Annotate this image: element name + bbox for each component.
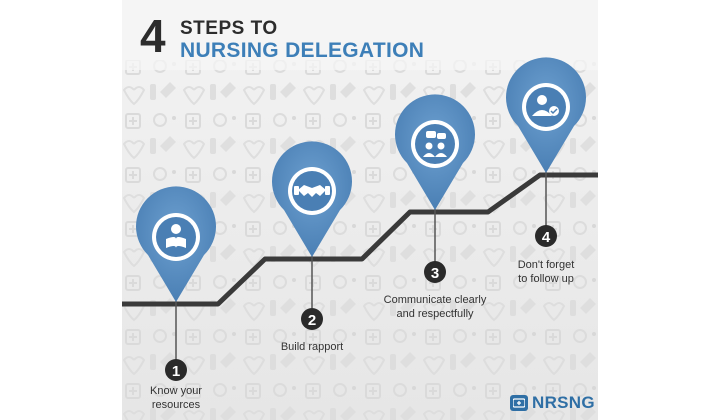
title-number: 4 [140,10,166,62]
step-4-number: 4 [542,229,551,246]
group-chat-icon [423,131,447,157]
step-2-label-line-1: Build rapport [280,341,344,353]
step-3-pin [395,94,475,210]
staircase-diagram: 1 2 3 4 [122,57,598,381]
step-3-label-line-2: and respectfully [396,308,474,320]
step-2-label: Build rapport [262,340,362,354]
step-2-pin [272,141,352,257]
step-1-label-line-1: Know your [150,385,202,397]
title-line-2: NURSING DELEGATION [180,39,425,62]
step-2-number: 2 [308,312,316,329]
step-1-number-marker: 1 [165,359,187,381]
step-3-label-line-1: Communicate clearly [383,294,487,306]
handshake-icon [294,185,330,197]
nurse-logo-icon [510,395,528,411]
step-1-number: 1 [172,363,180,380]
step-4-label: Don't forget to follow up [491,258,598,286]
step-4-label-line-2: to follow up [518,273,574,285]
step-1-label: Know your resources [126,384,226,412]
infographic-canvas: 4 STEPS TO NURSING DELEGATION [122,0,598,420]
title-line-1: STEPS TO [180,18,278,39]
step-2-number-marker: 2 [301,308,323,330]
step-4-number-marker: 4 [535,225,557,247]
step-3-number-marker: 3 [424,261,446,283]
staircase-line [122,172,598,307]
brand-logo: NRSNG [510,393,595,413]
person-follow-up-icon [532,95,559,116]
reading-person-icon [166,224,186,248]
step-4-label-line-1: Don't forget [517,259,575,271]
brand-name: NRSNG [532,393,595,412]
step-3-number: 3 [431,265,439,282]
step-1-label-line-2: resources [151,399,201,411]
step-3-label: Communicate clearly and respectfully [365,293,505,321]
